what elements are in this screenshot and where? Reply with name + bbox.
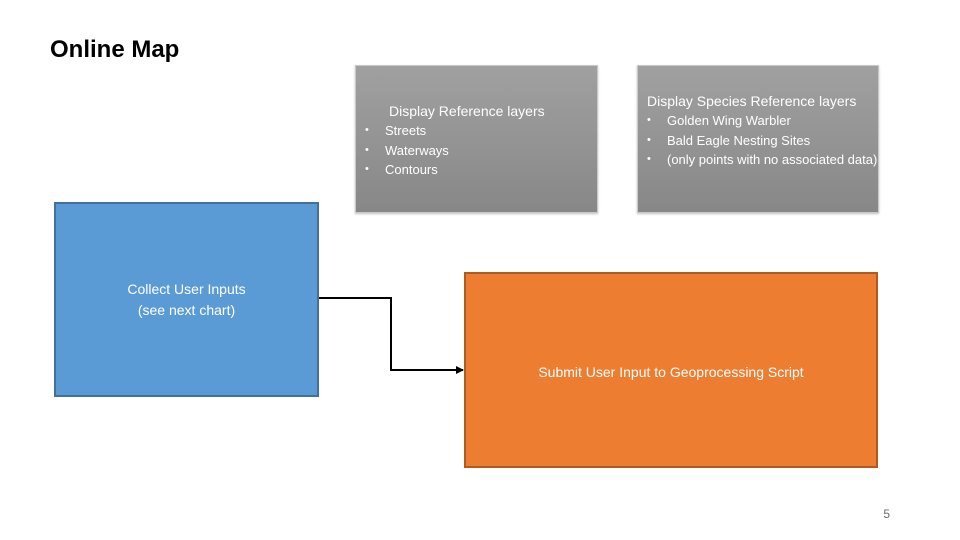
reference-layers-box: Display Reference layers Streets Waterwa… (355, 65, 598, 213)
list-item: (only points with no associated data) (647, 150, 882, 170)
submit-user-input-box (464, 272, 878, 468)
list-item: Golden Wing Warbler (647, 111, 882, 131)
species-layers-box: Display Species Reference layers Golden … (637, 65, 879, 213)
list-item: Streets (365, 121, 449, 141)
collect-label-line1: Collect User Inputs (127, 281, 246, 297)
submit-user-input-label: Submit User Input to Geoprocessing Scrip… (538, 364, 804, 380)
elbow-arrow (319, 297, 464, 374)
species-layers-heading: Display Species Reference layers (647, 93, 857, 109)
list-item: Waterways (365, 141, 449, 161)
list-item: Bald Eagle Nesting Sites (647, 131, 882, 151)
collect-label-line2: (see next chart) (137, 302, 236, 318)
list-item: Contours (365, 160, 449, 180)
reference-layers-heading: Display Reference layers (389, 103, 545, 119)
page-number: 5 (883, 507, 890, 521)
slide-title: Online Map (50, 36, 180, 63)
reference-layers-list: Streets Waterways Contours (365, 121, 449, 180)
collect-user-inputs-box (54, 202, 319, 397)
species-layers-list: Golden Wing Warbler Bald Eagle Nesting S… (647, 111, 882, 170)
collect-user-inputs-label: Collect User Inputs (see next chart) (54, 279, 319, 321)
